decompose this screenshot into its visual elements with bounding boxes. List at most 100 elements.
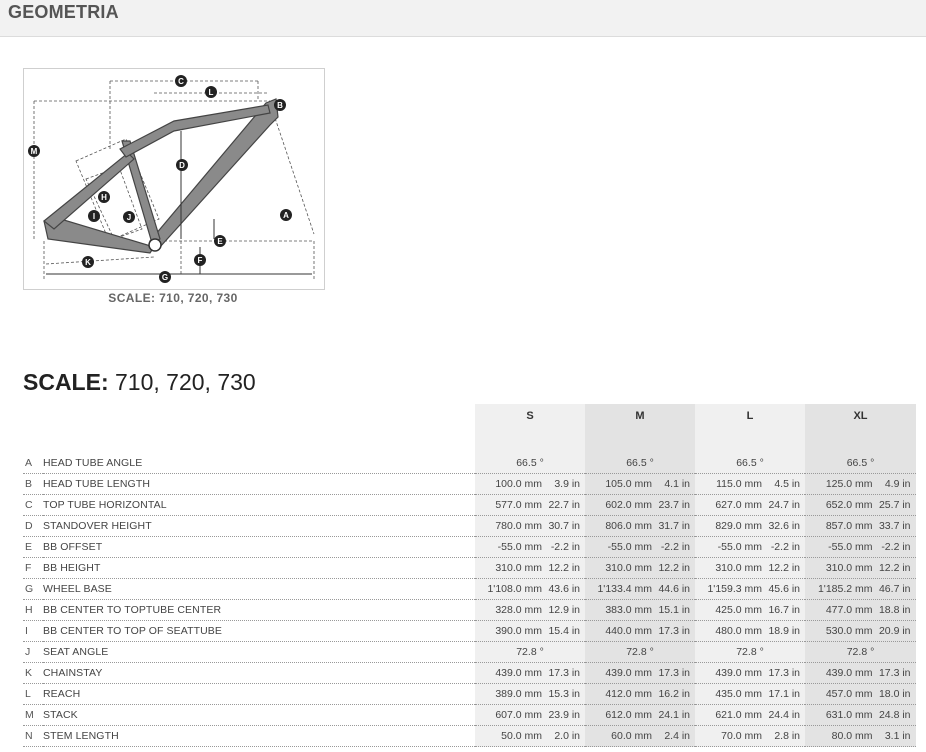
mm-value: 1'185.2 mm — [817, 583, 873, 595]
row-letter: A — [23, 453, 43, 474]
mm-value: 310.0 mm — [715, 562, 762, 574]
inch-value: 43.6 in — [548, 583, 580, 595]
mm-value: 435.0 mm — [715, 688, 762, 700]
inch-value: -2.2 in — [770, 541, 800, 553]
row-label: BB CENTER TO TOP OF SEATTUBE — [43, 620, 475, 642]
model-variants: 710, 720, 730 — [108, 369, 256, 395]
row-letter: G — [23, 578, 43, 600]
row-letter: E — [23, 536, 43, 558]
size-value-cell: 439.0 mm 17.3 in — [695, 662, 805, 684]
angle-value: 66.5 ° — [516, 457, 544, 469]
mm-value: 577.0 mm — [495, 499, 542, 511]
mm-value: 425.0 mm — [715, 604, 762, 616]
mm-value: 627.0 mm — [715, 499, 762, 511]
inch-value: 32.6 in — [768, 520, 800, 532]
mm-value: -55.0 mm — [607, 541, 652, 553]
size-header: XL — [805, 404, 916, 453]
section-header: GEOMETRIA — [0, 0, 926, 37]
size-value-cell: 72.8 ° — [475, 641, 585, 663]
inch-value: 17.3 in — [878, 667, 911, 679]
size-value-cell: 310.0 mm 12.2 in — [475, 557, 585, 579]
mm-value: -55.0 mm — [497, 541, 542, 553]
mm-value: 607.0 mm — [495, 709, 542, 721]
row-letter: J — [23, 641, 43, 663]
mm-value: 310.0 mm — [825, 562, 873, 574]
inch-value: 24.4 in — [768, 709, 800, 721]
inch-value: 22.7 in — [548, 499, 580, 511]
mm-value: 439.0 mm — [495, 667, 542, 679]
mm-value: 1'108.0 mm — [487, 583, 542, 595]
inch-value: 17.3 in — [548, 667, 580, 679]
size-value-cell: -55.0 mm-2.2 in — [695, 536, 805, 558]
svg-text:J: J — [127, 213, 131, 222]
inch-value: 23.7 in — [658, 499, 690, 511]
inch-value: 12.2 in — [878, 562, 911, 574]
mm-value: 612.0 mm — [605, 709, 652, 721]
angle-value: 72.8 ° — [846, 646, 875, 658]
inch-value: 3.1 in — [884, 730, 911, 742]
mm-value: 310.0 mm — [605, 562, 652, 574]
inch-value: 12.2 in — [768, 562, 800, 574]
row-label: HEAD TUBE ANGLE — [43, 453, 475, 474]
mm-value: 439.0 mm — [715, 667, 762, 679]
mm-value: 439.0 mm — [605, 667, 652, 679]
inch-value: 20.9 in — [878, 625, 911, 637]
mm-value: 50.0 mm — [501, 730, 542, 742]
mm-value: 310.0 mm — [495, 562, 542, 574]
svg-text:M: M — [31, 147, 38, 156]
svg-text:L: L — [209, 88, 214, 97]
mm-value: 652.0 mm — [825, 499, 873, 511]
mm-value: 115.0 mm — [716, 478, 762, 490]
inch-value: 17.3 in — [768, 667, 800, 679]
inch-value: 18.9 in — [768, 625, 800, 637]
mm-value: 125.0 mm — [825, 478, 873, 490]
mm-value: 806.0 mm — [605, 520, 652, 532]
size-value-cell: 310.0 mm 12.2 in — [585, 557, 695, 579]
svg-text:H: H — [101, 193, 107, 202]
mm-value: 100.0 mm — [495, 478, 542, 490]
model-brand: SCALE: — [23, 369, 109, 395]
inch-value: 12.2 in — [658, 562, 690, 574]
size-value-cell: 66.5 ° — [475, 453, 585, 474]
inch-value: 12.2 in — [548, 562, 580, 574]
row-letter: L — [23, 683, 43, 705]
diagram-caption: SCALE: 710, 720, 730 — [108, 291, 238, 305]
size-value-cell: 66.5 ° — [585, 453, 695, 474]
mm-value: 857.0 mm — [825, 520, 873, 532]
size-value-cell: 439.0 mm 17.3 in — [475, 662, 585, 684]
geometry-diagram: C L B M D H I J A E F K G — [23, 68, 325, 290]
row-letter: M — [23, 704, 43, 726]
mm-value: 105.0 mm — [605, 478, 652, 490]
size-value-cell: 607.0 mm 23.9 in — [475, 704, 585, 726]
inch-value: 15.1 in — [658, 604, 690, 616]
size-value-cell: 310.0 mm 12.2 in — [695, 557, 805, 579]
svg-text:F: F — [198, 256, 203, 265]
row-label: STEM LENGTH — [43, 725, 475, 747]
mm-value: 780.0 mm — [495, 520, 542, 532]
model-heading: SCALE: 710, 720, 730 — [23, 369, 256, 396]
inch-value: 23.9 in — [548, 709, 580, 721]
mm-value: 440.0 mm — [605, 625, 652, 637]
row-label: WHEEL BASE — [43, 578, 475, 600]
size-header: M — [585, 404, 695, 453]
mm-value: 1'133.4 mm — [597, 583, 652, 595]
